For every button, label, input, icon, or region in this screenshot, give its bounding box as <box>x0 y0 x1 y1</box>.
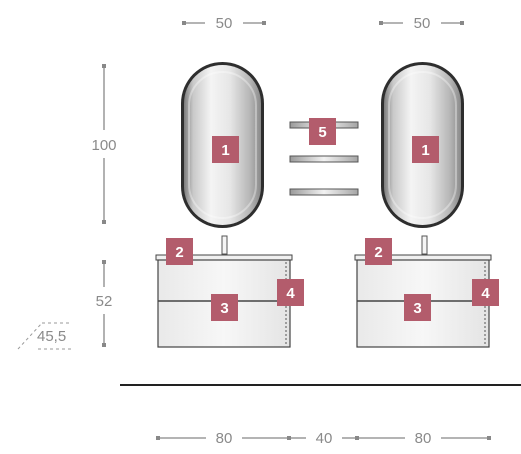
faucet-left <box>221 235 228 255</box>
cabinet-height-label: 52 <box>96 293 113 310</box>
mirror-height-dimension: 100 <box>91 64 117 224</box>
mirror-width-left-label: 50 <box>216 15 233 32</box>
svg-text:2: 2 <box>374 244 382 261</box>
cabinet-height-dimension: 52 <box>96 260 113 347</box>
svg-text:3: 3 <box>220 300 228 317</box>
cabinet-depth-label: 45,5 <box>37 328 66 345</box>
svg-text:4: 4 <box>481 285 490 302</box>
badge-side-right: 4 <box>472 279 499 306</box>
svg-text:1: 1 <box>221 142 229 159</box>
badge-drawer-right: 3 <box>404 294 431 321</box>
mirror-width-dimension-left: 50 <box>182 15 266 32</box>
mirror-height-label: 100 <box>91 137 116 154</box>
badge-top-left: 2 <box>166 238 193 265</box>
shelf-middle <box>289 155 359 163</box>
gap-width-label: 40 <box>316 430 333 447</box>
badge-shelf: 5 <box>309 118 336 145</box>
svg-text:5: 5 <box>318 124 326 141</box>
cabinet-depth-dimension: 45,5 <box>17 322 74 350</box>
bottom-width-dimensions: 80 40 80 <box>156 430 491 447</box>
cabinet-width-left-label: 80 <box>216 430 233 447</box>
cabinet-right <box>354 254 492 348</box>
mirror-width-dimension-right: 50 <box>379 15 464 32</box>
badge-side-left: 4 <box>277 279 304 306</box>
svg-text:2: 2 <box>175 244 183 261</box>
shelf-bottom <box>289 188 359 196</box>
cabinet-width-right-label: 80 <box>415 430 432 447</box>
svg-text:4: 4 <box>286 285 295 302</box>
faucet-right <box>421 235 428 255</box>
svg-text:1: 1 <box>421 142 429 159</box>
svg-text:3: 3 <box>413 300 421 317</box>
badge-top-right: 2 <box>365 238 392 265</box>
mirror-width-right-label: 50 <box>414 15 431 32</box>
badge-mirror-right: 1 <box>412 136 439 163</box>
badge-drawer-left: 3 <box>211 294 238 321</box>
badge-mirror-left: 1 <box>212 136 239 163</box>
